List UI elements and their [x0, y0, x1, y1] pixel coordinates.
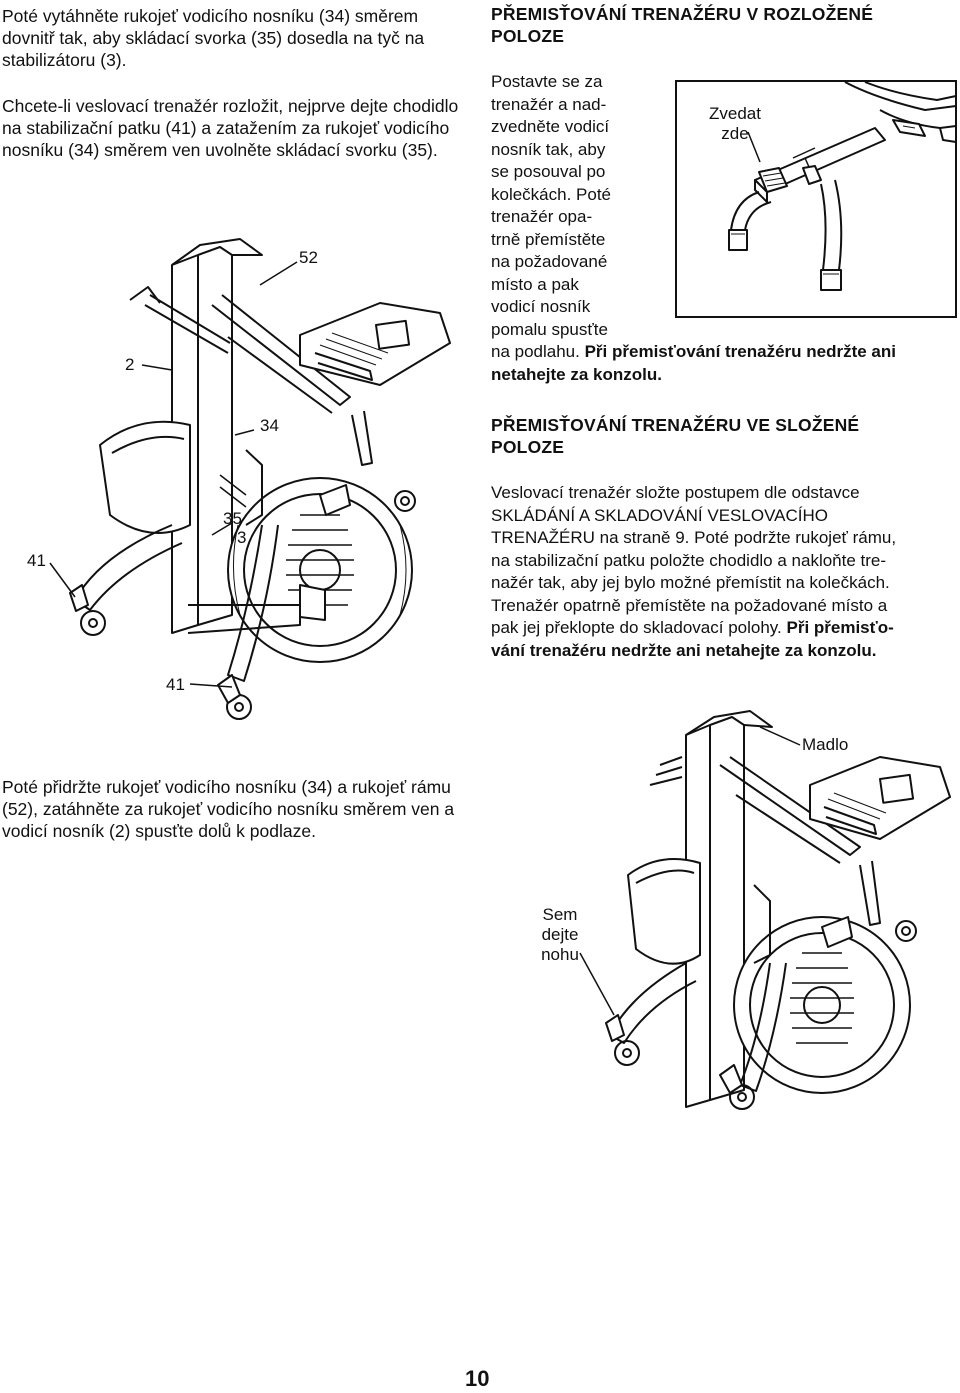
paragraph-unfold: Chcete-li veslovací trenažér rozložit, n… [2, 96, 459, 160]
text-line: nosník tak, aby [491, 139, 606, 159]
heading-line: POLOZE [491, 26, 565, 46]
text-line: Veslovací trenažér složte postupem dle o… [491, 483, 860, 502]
label-line: zde [721, 124, 749, 143]
label-line: Sem [542, 905, 578, 924]
text-line: Trenažér opatrně přemístěte na požadovan… [491, 595, 888, 615]
text-plain: na podlahu. [491, 342, 585, 361]
rower-folded-illustration [579, 710, 951, 1110]
callout-2: 2 [125, 355, 135, 374]
page-number: 10 [465, 1366, 490, 1391]
section-heading-unfolded: PŘEMISŤOVÁNÍ TRENAŽÉRU V ROZLOŽENÉ POLOZ… [491, 3, 957, 47]
text-warning: Při přemisťo- [786, 618, 894, 637]
rower-unfold-illustration [49, 238, 451, 720]
label-line: nohu [541, 945, 579, 964]
callout-35: 35 [223, 509, 242, 528]
heading-line: POLOZE [491, 437, 565, 457]
section-heading-folded: PŘEMISŤOVÁNÍ TRENAŽÉRU VE SLOŽENÉ POLOZE [491, 414, 957, 458]
inset-label-lift-here: Zvedat zde [700, 104, 770, 144]
text-line: zvedněte vodicí [491, 117, 610, 136]
heading-line: PŘEMISŤOVÁNÍ TRENAŽÉRU V ROZLOŽENÉ [491, 4, 874, 24]
paragraph-lower-guide-rail: Poté přidržte rukojeť vodicího nosníku (… [2, 777, 455, 841]
text-line: TRENAŽÉRU na straně 9. Poté podržte ruko… [491, 528, 897, 547]
text-plain: pak jej překlopte do skladovací polohy. [491, 618, 787, 637]
label-line: dejte [541, 925, 579, 944]
text-line: pomalu spusťte [491, 319, 608, 339]
text-warning: Při přemisťování trenažéru nedržte ani [584, 342, 896, 361]
text-line: se posouval po [491, 162, 606, 181]
text-warning: netahejte za konzolu. [491, 365, 662, 384]
text-warning: vání trenažéru nedržte ani netahejte za … [491, 640, 877, 660]
paragraph-fold-clamp: Poté vytáhněte rukojeť vodicího nosníku … [2, 6, 425, 70]
text-line: trenažér a nad- [491, 94, 607, 114]
callout-41-left: 41 [27, 551, 46, 570]
text-line: vání trenažéru nedržte ani netahejte za … [491, 640, 957, 663]
heading-line: PŘEMISŤOVÁNÍ TRENAŽÉRU VE SLOŽENÉ [491, 415, 860, 435]
label-handle: Madlo [802, 735, 849, 754]
callout-34: 34 [260, 416, 279, 435]
callout-3: 3 [237, 528, 247, 547]
label-line: Zvedat [709, 104, 761, 123]
text-line: trenažér opa- [491, 207, 593, 226]
callout-52: 52 [299, 248, 318, 267]
text-line: na požadované [491, 252, 608, 271]
section-unfolded-narrow-text: Postavte se za trenažér a nad- zvedněte … [491, 71, 681, 341]
text-line: kolečkách. Poté [491, 184, 612, 204]
text-line: nažér tak, aby jej bylo možné přemístit … [491, 573, 890, 592]
label-put-foot-here: Sem dejte nohu [530, 905, 590, 965]
text-line: vodicí nosník [491, 297, 591, 316]
text-line: pak jej překlopte do skladovací polohy. … [491, 617, 957, 640]
section-unfolded-last-line: na podlahu. Při přemisťování trenažéru n… [491, 341, 957, 364]
text-line: trně přemístěte [491, 229, 606, 249]
text-line: na stabilizační patku položte chodidlo a… [491, 550, 887, 570]
section-unfolded-warning-end: netahejte za konzolu. [491, 364, 957, 387]
text-line: Postavte se za [491, 72, 603, 91]
text-line: SKLÁDÁNÍ A SKLADOVÁNÍ VESLOVACÍHO [491, 505, 828, 525]
section-folded-text: Veslovací trenažér složte postupem dle o… [491, 482, 957, 662]
callout-41-bottom: 41 [166, 675, 185, 694]
lift-here-inset-figure [675, 80, 957, 318]
text-line: místo a pak [491, 274, 579, 294]
